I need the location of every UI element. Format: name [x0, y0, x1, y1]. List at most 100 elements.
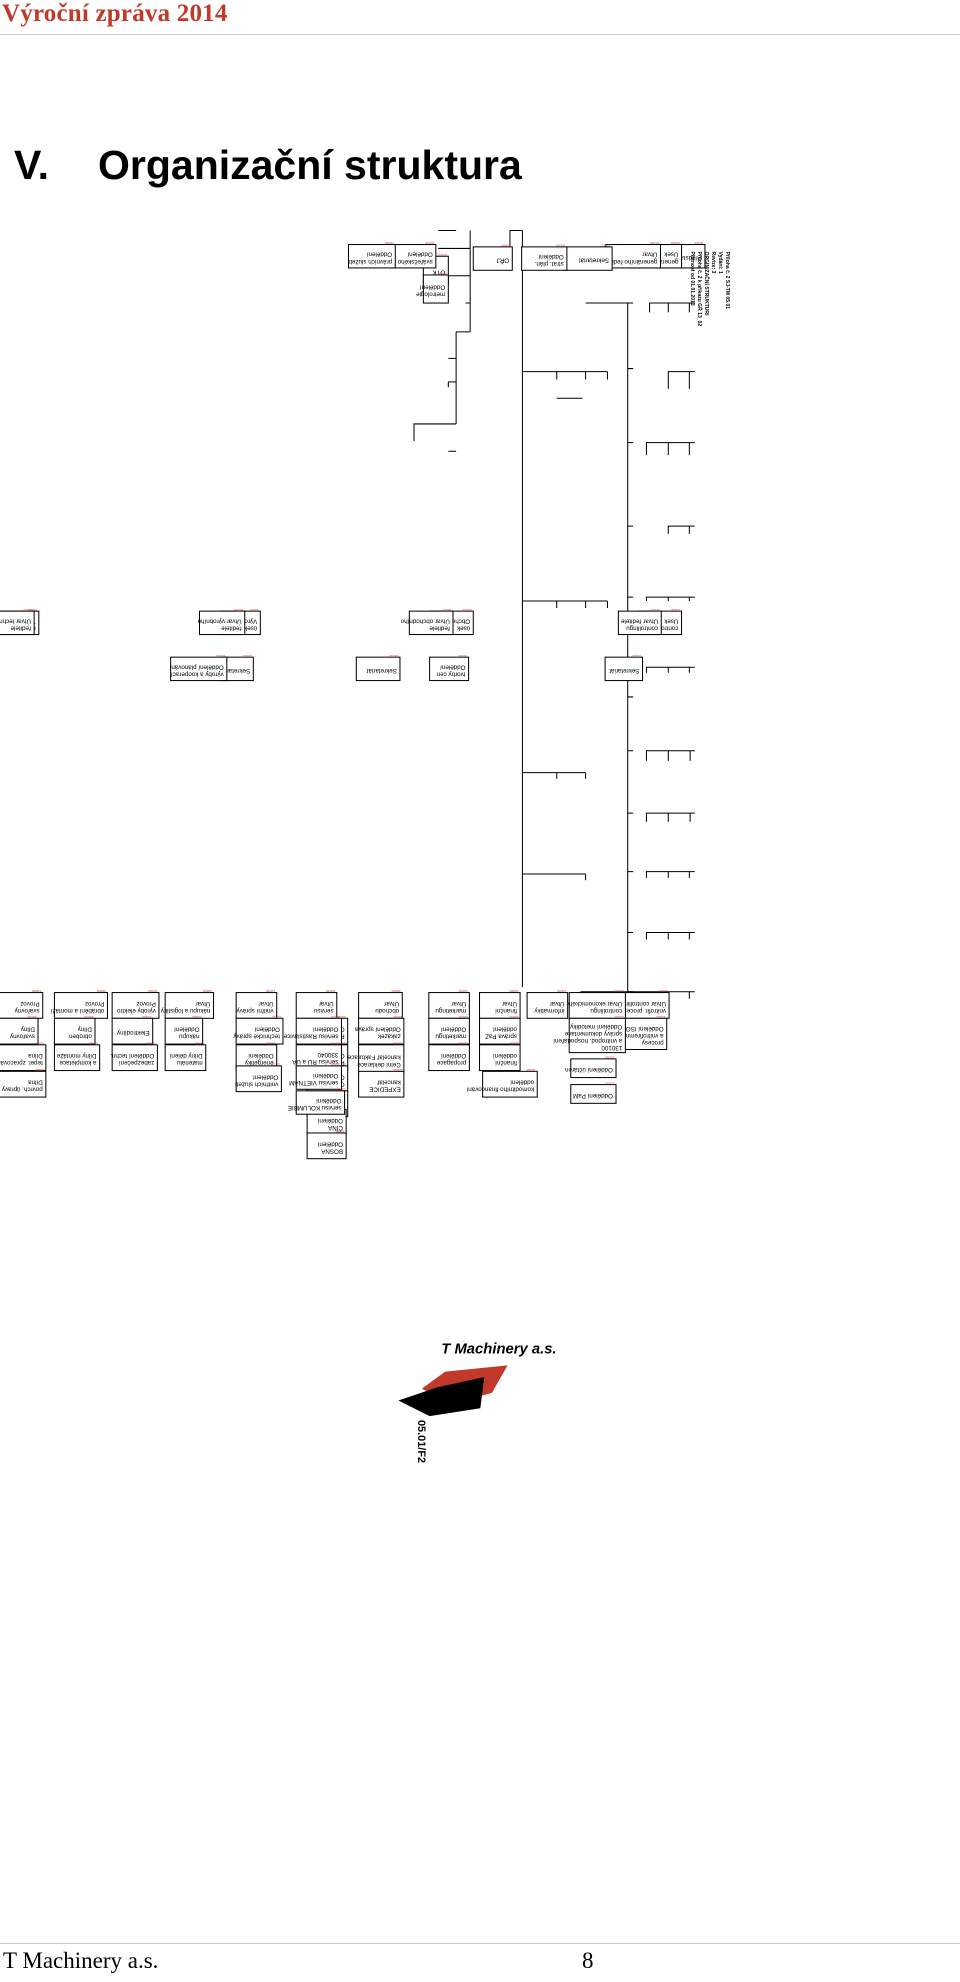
org-unit-code: 130100 [266, 989, 276, 993]
org-unit-label: obrábění a montáží [50, 1007, 104, 1014]
org-unit-label: Oddělení [317, 1140, 343, 1147]
org-unit-label: servisu Rastislavice [283, 1033, 338, 1040]
org-unit-box [170, 656, 228, 682]
org-unit-box [0, 610, 35, 636]
org-unit-label: Útvar obchodního [400, 617, 450, 624]
org-unit-label: oddělení [510, 1079, 534, 1086]
org-unit-box [479, 1044, 521, 1072]
org-unit-box [428, 1017, 470, 1045]
org-unit-label: materiálu [176, 1059, 202, 1066]
org-unit-label: Oddělení [254, 1026, 280, 1033]
org-unit-box [479, 1017, 521, 1045]
org-unit-label: Sekretariát [609, 667, 639, 674]
org-unit-label: Dílny montáže [56, 1052, 96, 1059]
org-unit-label: vnitřních služeb [234, 1080, 278, 1087]
org-unit-code: 330050 [330, 1063, 340, 1067]
org-unit-code: 321000 [337, 1015, 347, 1019]
meta-line: Platnost od 01.01.2013 [689, 252, 695, 306]
org-unit-code: 310020 [458, 1041, 468, 1045]
org-unit-label: Útvar [642, 251, 657, 258]
document-metadata: Příloha č. 2 SJ-TM 05.01 Vydání: 1 Reviz… [689, 252, 730, 327]
org-unit-box [164, 1017, 204, 1045]
org-unit-box [482, 1070, 538, 1098]
org-unit-code: 201020 [437, 272, 447, 276]
header-divider [0, 34, 960, 35]
org-unit-label: controllingu [626, 624, 658, 631]
org-unit-label: Dílna [28, 1052, 43, 1059]
org-unit-code: 410020 [146, 1041, 156, 1045]
footer-company-name: T Machinery a.s. [3, 1948, 159, 1973]
org-unit-label: Útvar ekonomického [565, 1000, 622, 1007]
org-unit-box [604, 656, 644, 682]
org-unit-box [408, 610, 454, 636]
org-unit-code: 500000 [28, 608, 38, 612]
org-unit-code: 410010 [142, 1015, 152, 1019]
org-unit-code: 430030 [35, 1068, 45, 1072]
org-unit-code: 110150 [425, 241, 434, 245]
org-unit-label: vnitřní správy [236, 1007, 274, 1014]
org-unit-label: Oddělení [313, 1026, 339, 1033]
org-unit-box [295, 1017, 342, 1045]
org-unit-label: informatiky [534, 1007, 565, 1014]
document-header-title: Výroční zpráva 2014 [2, 0, 228, 27]
org-unit-label: a vnitropod. hospodaření [553, 1037, 622, 1044]
org-unit-code: 310000 [458, 989, 468, 993]
org-unit-label: Oddělení [440, 663, 466, 670]
org-unit-label: BOSNA [320, 1147, 343, 1154]
org-unit-code: 300120 [389, 654, 399, 658]
org-unit-label: svařovny [9, 1033, 35, 1040]
org-unit-code: 123030 [526, 1068, 536, 1072]
org-unit-label: Útvar [384, 1000, 399, 1007]
org-unit-code: 300100 [442, 608, 452, 612]
org-unit-code: 440010 [191, 1015, 201, 1019]
org-unit-box [198, 610, 246, 636]
org-unit-label: Oddělení metodiky [569, 1023, 622, 1030]
org-unit-label: OTK [432, 268, 446, 275]
org-unit-code: 320000 [391, 989, 401, 993]
org-unit-code: 400110 [242, 654, 251, 658]
org-unit-label: komoditního financování [466, 1086, 534, 1093]
org-unit-box [570, 1058, 617, 1079]
org-unit-label: svářečského dozoru [376, 258, 432, 265]
org-unit-label: marketingu [435, 1007, 466, 1014]
org-unit-box [617, 610, 662, 636]
org-unit-label: Oddělení [538, 253, 564, 260]
org-unit-label: povrch. úpravy [1, 1086, 43, 1093]
org-unit-code: 330040 [330, 1041, 340, 1045]
org-unit-label: Sekretariát [366, 667, 396, 674]
org-unit-label: Útvar controllingu [617, 1000, 666, 1007]
org-unit-label: Dílna [28, 1079, 43, 1086]
org-unit-label: ředitele [221, 624, 242, 631]
org-unit-label: výroby a kooperací [171, 670, 224, 677]
org-unit-code: 420010 [84, 1015, 94, 1019]
org-unit-label: zakázek [377, 1033, 401, 1040]
org-unit-box [526, 992, 569, 1019]
org-unit-label: kancelář [376, 1079, 400, 1086]
org-unit-label: oddělení [493, 1052, 517, 1059]
org-unit-box [358, 1017, 405, 1045]
org-unit-code: 420000 [96, 989, 106, 993]
org-chart-connectors [354, 229, 695, 999]
org-unit-label: generálního ředitele [602, 258, 658, 265]
org-unit-code: 121020 [605, 1056, 615, 1060]
